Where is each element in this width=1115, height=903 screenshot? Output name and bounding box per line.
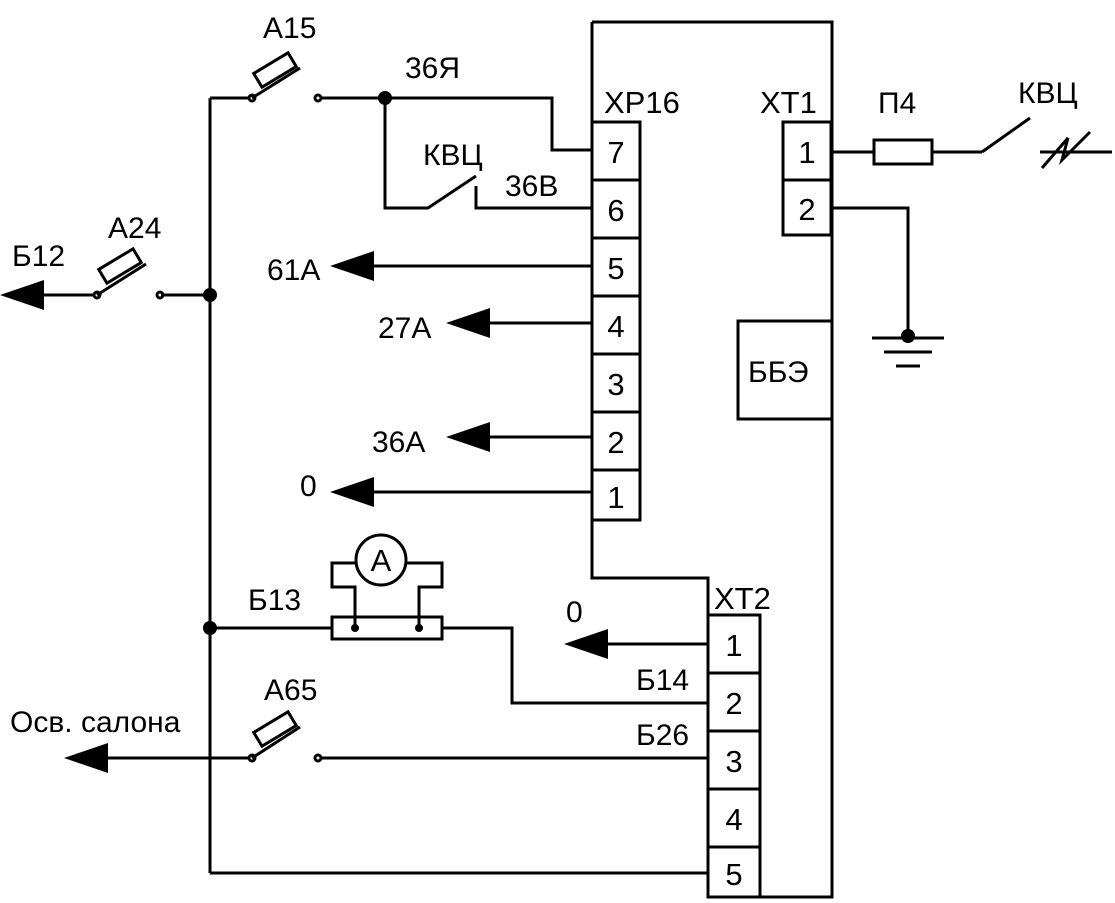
xt2-pin-5: 5 bbox=[725, 857, 742, 892]
xt1-label: XT1 bbox=[760, 85, 817, 120]
xp16-label: XP16 bbox=[604, 85, 680, 120]
ammeter-symbol bbox=[354, 533, 408, 587]
xt2-pin-4: 4 bbox=[725, 802, 742, 837]
wire-61a-label: 61А bbox=[267, 254, 320, 287]
ammeter-lead-left bbox=[330, 561, 357, 628]
wire-36a-arrow bbox=[446, 422, 490, 452]
ammeter-label: A bbox=[371, 543, 392, 578]
xt1-pin-2: 2 bbox=[798, 192, 815, 227]
wire-osv-salona-arrow bbox=[64, 743, 108, 773]
wire-61a-arrow bbox=[330, 251, 374, 281]
shunt-b13-label: Б13 bbox=[248, 584, 301, 617]
kvc-right-switch bbox=[981, 116, 1112, 169]
a24-label: A24 bbox=[108, 212, 161, 245]
kvc-top-switch bbox=[383, 98, 592, 210]
bbe-label: ББЭ bbox=[748, 356, 809, 389]
xt1-pin-1: 1 bbox=[798, 135, 815, 170]
wire-b14-label: Б14 bbox=[636, 664, 689, 697]
fuse-p4 bbox=[872, 138, 934, 166]
circuit-breaker-a24 bbox=[92, 246, 165, 300]
xp16-pin-4: 4 bbox=[607, 309, 624, 344]
wire-36a-label: 36А bbox=[372, 426, 425, 459]
wire-osv-salona-label: Осв. салона bbox=[10, 706, 181, 739]
xt2-pin-2: 2 bbox=[725, 686, 742, 721]
xt2-connector bbox=[706, 613, 762, 899]
xt2-pin-1: 1 bbox=[725, 628, 742, 663]
wire-27a-label: 27А bbox=[378, 312, 431, 345]
a15-label: A15 bbox=[263, 12, 316, 45]
wire-27a-arrow bbox=[446, 308, 490, 338]
wire-b12-label: Б12 bbox=[12, 240, 65, 273]
ammeter-lead-right bbox=[406, 561, 444, 628]
circuit-breaker-a15 bbox=[247, 50, 323, 103]
a65-label: A65 bbox=[264, 674, 317, 707]
xp16-pin-5: 5 bbox=[607, 251, 624, 286]
xt1-connector bbox=[781, 120, 833, 237]
wire-36ya-label: 36Я bbox=[405, 52, 460, 85]
fuse-p4-label: П4 bbox=[878, 87, 916, 120]
wire-0-xp16-arrow bbox=[330, 477, 374, 507]
junction-dot-ground bbox=[901, 329, 915, 343]
xt2-label: XT2 bbox=[714, 581, 771, 616]
wire-0-xt2-arrow bbox=[564, 629, 608, 659]
xp16-pin-2: 2 bbox=[607, 425, 624, 460]
shunt-b13 bbox=[330, 615, 444, 641]
xp16-pin-7: 7 bbox=[607, 135, 624, 170]
xp16-pin-6: 6 bbox=[607, 193, 624, 228]
bbe-block bbox=[736, 319, 834, 421]
wire-0-xt2-label: 0 bbox=[566, 596, 583, 629]
kvc-right-label: КВЦ bbox=[1018, 77, 1078, 110]
wire-36ya bbox=[321, 96, 592, 152]
kvc-top-label: КВЦ bbox=[423, 139, 483, 172]
wire-36v-label: 36В bbox=[505, 170, 558, 203]
wire-b14 bbox=[442, 626, 708, 705]
wire-b12-arrow bbox=[0, 280, 44, 310]
wire-0-xp16-label: 0 bbox=[300, 470, 317, 503]
xp16-pin-3: 3 bbox=[607, 367, 624, 402]
wire-b26-label: Б26 bbox=[636, 719, 689, 752]
ground-symbol bbox=[872, 336, 944, 368]
xp16-connector bbox=[590, 120, 642, 522]
wire-xt1-ground bbox=[832, 206, 910, 336]
circuit-breaker-a65 bbox=[247, 709, 323, 763]
xt2-pin-3: 3 bbox=[725, 744, 742, 779]
xp16-pin-1: 1 bbox=[607, 480, 624, 515]
